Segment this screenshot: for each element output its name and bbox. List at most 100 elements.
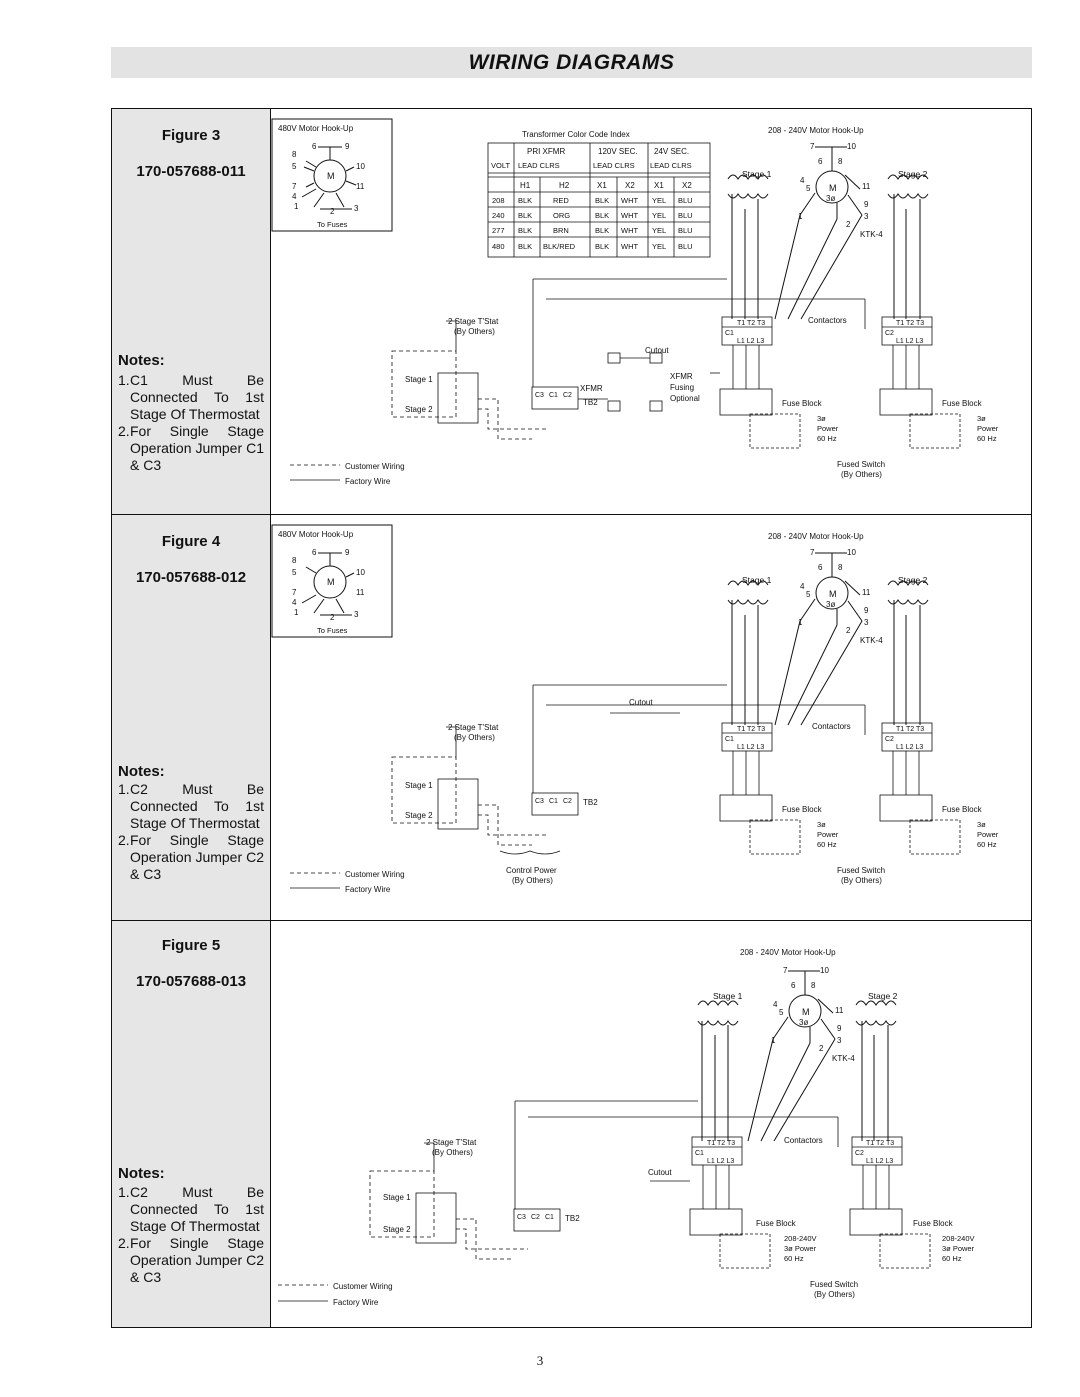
svg-text:Contactors: Contactors [784, 1136, 823, 1145]
svg-text:Fuse Block: Fuse Block [756, 1219, 797, 1228]
svg-text:10: 10 [820, 966, 829, 975]
svg-text:C2: C2 [855, 1150, 864, 1157]
svg-text:208 - 240V Motor Hook-Up: 208 - 240V Motor Hook-Up [768, 532, 864, 541]
svg-text:T1 T2 T3: T1 T2 T3 [737, 320, 765, 327]
svg-text:1: 1 [771, 1036, 776, 1045]
svg-text:YEL: YEL [652, 226, 666, 235]
note-item: 2.For Single Stage Operation Jumper C2 &… [118, 832, 264, 882]
svg-text:6: 6 [791, 981, 796, 990]
svg-text:LEAD CLRS: LEAD CLRS [518, 161, 560, 170]
svg-text:Stage 2: Stage 2 [898, 169, 928, 179]
svg-text:4: 4 [292, 598, 297, 607]
svg-text:7: 7 [292, 588, 297, 597]
svg-text:Power: Power [817, 424, 839, 433]
svg-text:Stage 1: Stage 1 [713, 991, 743, 1001]
svg-text:Cutout: Cutout [648, 1168, 672, 1177]
svg-text:BLK: BLK [595, 242, 609, 251]
svg-text:5: 5 [292, 568, 297, 577]
figure-4-notes-panel: Figure 4 170-057688-012 Notes: 1.C2 Must… [112, 515, 271, 920]
svg-text:208 - 240V Motor Hook-Up: 208 - 240V Motor Hook-Up [740, 948, 836, 957]
svg-text:8: 8 [838, 563, 843, 572]
svg-text:11: 11 [835, 1006, 844, 1015]
svg-text:X1: X1 [654, 181, 664, 190]
svg-text:Stage 2: Stage 2 [405, 405, 433, 414]
svg-text:C2: C2 [563, 798, 572, 805]
svg-text:3ø: 3ø [817, 820, 826, 829]
svg-text:M: M [327, 577, 335, 587]
svg-text:2: 2 [846, 220, 851, 229]
svg-text:BLK: BLK [518, 226, 532, 235]
svg-text:BLK: BLK [518, 211, 532, 220]
svg-text:C3: C3 [535, 798, 544, 805]
svg-text:Cutout: Cutout [645, 346, 669, 355]
svg-text:8: 8 [292, 556, 297, 565]
figure-4-title: Figure 4 [161, 533, 221, 550]
svg-text:480: 480 [492, 242, 505, 251]
svg-text:BLK: BLK [595, 211, 609, 220]
svg-text:TB2: TB2 [565, 1214, 580, 1223]
svg-text:Cutout: Cutout [629, 698, 653, 707]
svg-text:Factory Wire: Factory Wire [345, 477, 391, 486]
svg-text:WHT: WHT [621, 196, 638, 205]
transformer-table-title: Transformer Color Code Index [522, 130, 630, 139]
note-item: 1.C2 Must Be Connected To 1st Stage Of T… [118, 1184, 264, 1234]
svg-text:24V SEC.: 24V SEC. [654, 147, 689, 156]
svg-text:10: 10 [847, 142, 856, 151]
svg-text:Factory Wire: Factory Wire [333, 1298, 379, 1307]
svg-text:TB2: TB2 [583, 798, 598, 807]
svg-text:6: 6 [818, 157, 823, 166]
svg-text:6: 6 [818, 563, 823, 572]
svg-text:3: 3 [354, 204, 359, 213]
svg-text:4: 4 [800, 582, 805, 591]
figure-3-notes: 1.C1 Must Be Connected To 1st Stage Of T… [118, 372, 264, 474]
svg-text:60 Hz: 60 Hz [784, 1254, 804, 1263]
svg-text:(By Others): (By Others) [454, 733, 495, 742]
svg-text:4: 4 [773, 1000, 778, 1009]
svg-text:8: 8 [292, 150, 297, 159]
svg-text:VOLT: VOLT [491, 161, 510, 170]
svg-text:2: 2 [819, 1044, 824, 1053]
svg-text:Stage 2: Stage 2 [405, 811, 433, 820]
svg-text:7: 7 [292, 182, 297, 191]
svg-text:BLK: BLK [518, 196, 532, 205]
figure-3-notes-heading: Notes: [118, 352, 165, 369]
svg-text:C2: C2 [531, 1214, 540, 1221]
page-title: WIRING DIAGRAMS [468, 50, 675, 74]
svg-text:Fusing: Fusing [670, 383, 694, 392]
svg-text:C1: C1 [545, 1214, 554, 1221]
svg-text:10: 10 [356, 568, 365, 577]
svg-text:C1: C1 [695, 1150, 704, 1157]
svg-text:L1 L2 L3: L1 L2 L3 [707, 1158, 734, 1165]
svg-text:Stage 2: Stage 2 [898, 575, 928, 585]
svg-text:(By Others): (By Others) [454, 327, 495, 336]
svg-text:60 Hz: 60 Hz [942, 1254, 962, 1263]
svg-text:11: 11 [862, 182, 871, 191]
motor-480-letter: M [327, 171, 335, 181]
contactor-blocks [721, 316, 933, 346]
svg-text:L1 L2 L3: L1 L2 L3 [896, 338, 923, 345]
svg-text:5: 5 [292, 162, 297, 171]
page-number: 3 [536, 1353, 544, 1368]
svg-text:2 Stage T'Stat: 2 Stage T'Stat [448, 723, 499, 732]
svg-text:LEAD CLRS: LEAD CLRS [593, 161, 635, 170]
svg-text:Fuse Block: Fuse Block [782, 399, 823, 408]
svg-text:X1: X1 [597, 181, 607, 190]
svg-text:WHT: WHT [621, 226, 638, 235]
svg-text:11: 11 [356, 182, 365, 191]
svg-text:3: 3 [837, 1036, 842, 1045]
svg-text:Contactors: Contactors [808, 316, 847, 325]
svg-text:TB2: TB2 [583, 398, 598, 407]
svg-text:(By Others): (By Others) [432, 1148, 473, 1157]
svg-text:T1 T2 T3: T1 T2 T3 [866, 1140, 894, 1147]
svg-text:XFMR: XFMR [580, 384, 603, 393]
svg-text:6: 6 [312, 548, 317, 557]
motor-480-symbol [301, 146, 357, 210]
svg-text:BLU: BLU [678, 242, 693, 251]
figure-3-part-number: 170-057688-011 [136, 163, 246, 180]
svg-text:Power: Power [977, 424, 999, 433]
svg-text:BLK: BLK [595, 226, 609, 235]
svg-text:(By Others): (By Others) [814, 1290, 855, 1299]
svg-text:Stage 1: Stage 1 [742, 169, 772, 179]
svg-text:Customer Wiring: Customer Wiring [333, 1282, 393, 1291]
